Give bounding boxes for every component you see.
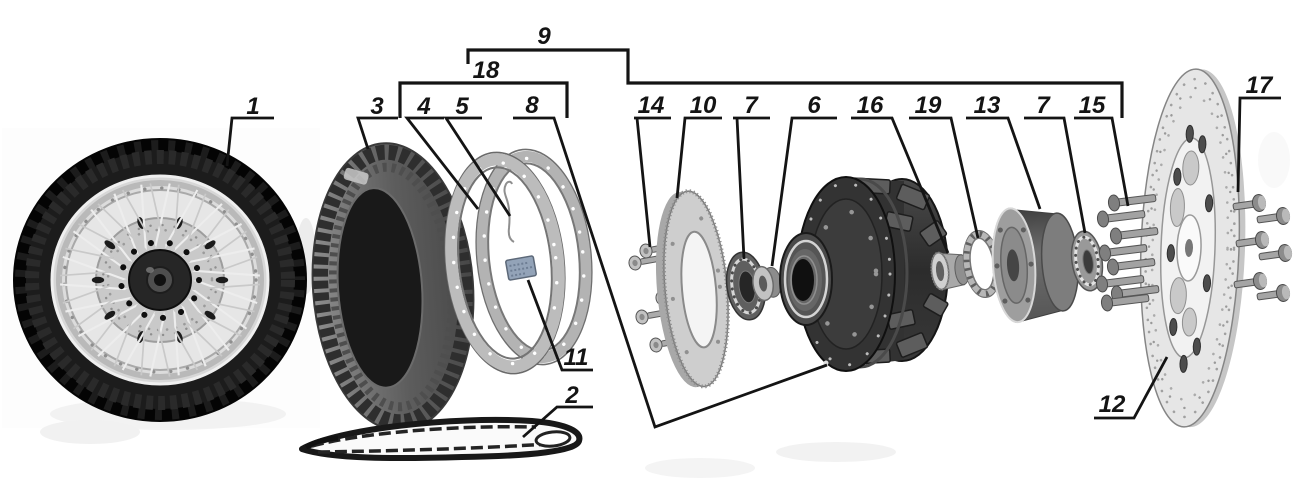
- callout-16-leader: [851, 116, 950, 254]
- callout-6-leader: [770, 116, 837, 267]
- hub-flange-hole: [823, 360, 829, 366]
- disc-adapter-ring: [655, 189, 731, 389]
- callout-8-label: 8: [525, 92, 539, 119]
- callout-4-leader: [404, 116, 480, 210]
- brake-disc: [1139, 68, 1246, 428]
- callout-11-leader: [526, 279, 593, 372]
- callout-4-label: 4: [416, 93, 430, 120]
- hub-shell: [779, 176, 949, 372]
- callout-15-label: 15: [1079, 92, 1106, 119]
- callout-8-leader: [513, 116, 828, 429]
- callout-10-leader: [675, 116, 722, 199]
- brake-disc-slots: [1166, 124, 1214, 373]
- callout-3-label: 3: [370, 93, 384, 120]
- bearing-right: [1070, 230, 1104, 292]
- hub-spacer-cap: [752, 265, 782, 302]
- group-bracket-18: [398, 81, 569, 118]
- callout-15-leader: [1074, 116, 1130, 207]
- callout-2-label: 2: [564, 382, 579, 409]
- callout-17-label: 17: [1246, 72, 1274, 99]
- wheel-spokes: [60, 183, 260, 377]
- callout-3-leader: [356, 116, 398, 150]
- disc-bolts: [1232, 194, 1293, 302]
- callout-7-right-leader: [1024, 116, 1087, 234]
- callout-13-label: 13: [974, 92, 1001, 119]
- spacer-sleeve: [930, 251, 970, 291]
- callout-10-label: 10: [690, 92, 717, 119]
- callout-9-label: 9: [537, 23, 551, 50]
- callout-7-left-leader: [733, 116, 770, 260]
- complete-wheel-photo: [13, 138, 307, 422]
- callout-5-label: 5: [455, 93, 469, 120]
- callout-16-label: 16: [857, 92, 884, 119]
- callout-1-leader: [225, 116, 274, 167]
- callout-12-leader: [1094, 356, 1169, 420]
- callout-13-leader: [966, 116, 1042, 210]
- callout-19-label: 19: [915, 92, 942, 119]
- rim-front-flange: [444, 151, 566, 375]
- callout-1-label: 1: [246, 93, 259, 120]
- callout-18-label: 18: [473, 57, 500, 84]
- disc-studs: [1095, 194, 1160, 312]
- callout-5-leader: [443, 116, 512, 217]
- drive-flange: [991, 207, 1079, 324]
- callout-12-label: 12: [1099, 391, 1126, 418]
- callout-17-leader: [1236, 96, 1281, 193]
- callout-6-label: 6: [807, 92, 821, 119]
- callout-14-label: 14: [638, 92, 665, 119]
- rim-tag: [505, 255, 537, 281]
- callout-14-leader: [634, 116, 671, 248]
- callout-7-right-label: 7: [1036, 92, 1051, 119]
- callout-11-label: 11: [564, 344, 589, 371]
- tire-brand-patch: [343, 167, 369, 185]
- rim-band: [299, 416, 583, 462]
- group-bracket-9: [466, 48, 1124, 118]
- callout-19-leader: [909, 116, 980, 239]
- tire: [311, 142, 475, 432]
- callout-7-left-label: 7: [744, 92, 759, 119]
- callout-2-leader: [522, 405, 593, 439]
